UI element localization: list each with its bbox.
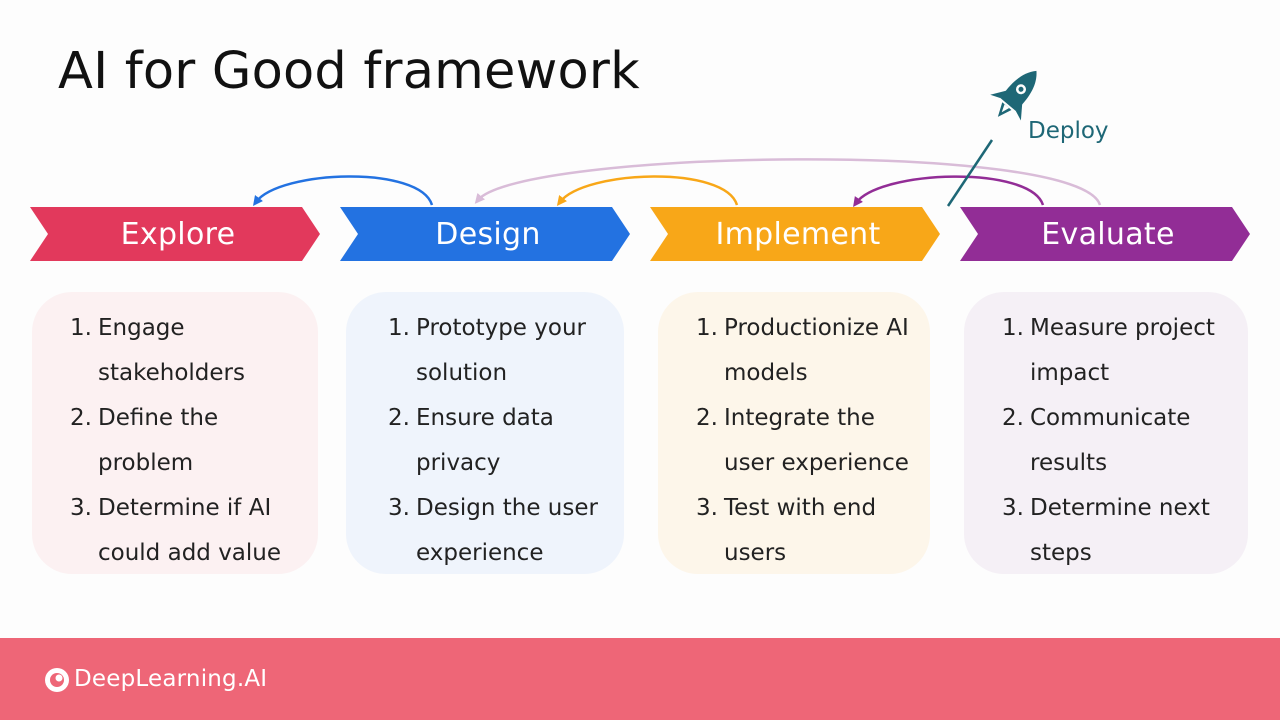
design-to-explore-arrow xyxy=(252,175,434,206)
stage-label: Design xyxy=(435,216,541,252)
deploy-line xyxy=(946,139,994,207)
stage-label: Implement xyxy=(715,216,881,252)
stage-evaluate-card: 1.Measure project impact 2.Communicate r… xyxy=(964,292,1248,574)
stage-explore-chevron: Explore xyxy=(30,207,320,261)
deeplearning-logo-icon xyxy=(45,668,69,692)
stage-implement-chevron: Implement xyxy=(650,207,940,261)
stage-evaluate-chevron: Evaluate xyxy=(960,207,1250,261)
list-item: 2.Communicate results xyxy=(1002,405,1191,476)
rocket-icon xyxy=(990,70,1037,121)
footer-bar xyxy=(0,638,1280,720)
list-item: 2.Integrate the user experience xyxy=(696,405,909,476)
stage-label: Evaluate xyxy=(1041,216,1175,252)
stage-label: Explore xyxy=(120,216,236,252)
list-item: 1.Prototype your solution xyxy=(388,315,586,386)
list-item: 1.Engage stakeholders xyxy=(70,315,245,386)
list-item: 3.Test with end users xyxy=(696,495,877,566)
list-item: 1.Measure project impact xyxy=(1002,315,1215,386)
list-item: 3.Design the user experience xyxy=(388,495,598,566)
logo-text[interactable]: DeepLearning.AI xyxy=(74,666,268,692)
list-item: 1.Productionize AI models xyxy=(696,315,909,386)
list-item: 3.Determine next steps xyxy=(1002,495,1210,566)
implement-to-design-arrow xyxy=(556,175,739,206)
list-item: 3.Determine if AI could add value xyxy=(70,495,282,566)
evaluate-to-design-arrow xyxy=(474,158,1102,206)
evaluate-to-implement-arrow xyxy=(853,175,1045,208)
deploy-label: Deploy xyxy=(1028,118,1109,144)
list-item: 2.Define the problem xyxy=(70,405,219,476)
stage-explore-card: 1.Engage stakeholders 2.Define the probl… xyxy=(32,292,318,574)
stage-design-card: 1.Prototype your solution 2.Ensure data … xyxy=(346,292,624,574)
stage-design-chevron: Design xyxy=(340,207,630,261)
stage-implement-card: 1.Productionize AI models 2.Integrate th… xyxy=(658,292,930,574)
slide-title: AI for Good framework xyxy=(58,42,640,101)
list-item: 2.Ensure data privacy xyxy=(388,405,554,476)
